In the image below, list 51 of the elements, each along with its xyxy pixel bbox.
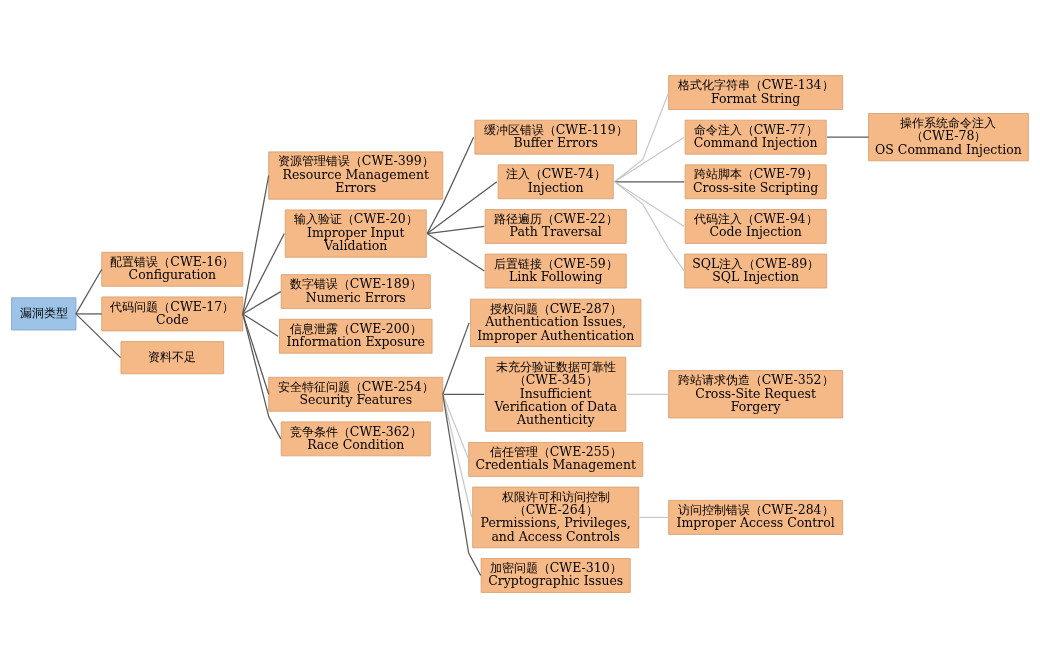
node-box: 缓冲区错误（CWE-119） Buffer Errors bbox=[474, 119, 637, 155]
node-box: 代码问题（CWE-17） Code bbox=[101, 296, 244, 332]
connector bbox=[826, 136, 870, 138]
node-box: 配置错误（CWE-16） Configuration bbox=[101, 251, 244, 287]
node-box: 加密问题（CWE-310） Cryptographic Issues bbox=[480, 558, 631, 593]
connector bbox=[426, 232, 485, 272]
node-box: 输入验证（CWE-20） Improper Input Validation bbox=[284, 209, 427, 258]
connector bbox=[442, 393, 485, 395]
node-box: 代码注入（CWE-94） Code Injection bbox=[684, 209, 827, 244]
node-box: 跨站请求伪造（CWE-352） Cross-Site Request Forgery bbox=[668, 370, 844, 419]
node-box: 操作系统命令注入（CWE-78） OS Command Injection bbox=[868, 113, 1029, 162]
connector bbox=[426, 136, 475, 235]
connector bbox=[442, 393, 482, 577]
node-box: 漏洞类型 bbox=[11, 297, 77, 331]
node-box: 格式化字符串（CWE-134） Format String bbox=[668, 75, 844, 110]
node-box: 信任管理（CWE-255） Credentials Management bbox=[468, 442, 644, 477]
node-box: 跨站脚本（CWE-79） Cross-site Scripting bbox=[684, 164, 827, 200]
node-box: 竞争条件（CWE-362） Race Condition bbox=[280, 421, 431, 457]
node-box: 数字错误（CWE-189） Numeric Errors bbox=[280, 274, 431, 309]
connector bbox=[614, 181, 685, 183]
node-box: 信息泄露（CWE-200） Information Exposure bbox=[278, 318, 433, 354]
connector bbox=[242, 290, 282, 315]
node-box: 命令注入（CWE-77） Command Injection bbox=[684, 119, 827, 155]
connector bbox=[242, 174, 270, 315]
node-box: 访问控制错误（CWE-284） Improper Access Control bbox=[668, 500, 844, 535]
connector bbox=[614, 181, 685, 228]
connector bbox=[442, 393, 473, 519]
node-box: 资源管理错误（CWE-399） Resource Management Errors bbox=[268, 151, 444, 200]
connector bbox=[426, 181, 498, 235]
node-box: 注入（CWE-74） Injection bbox=[497, 164, 614, 200]
connector bbox=[242, 232, 285, 315]
connector bbox=[242, 313, 282, 440]
node-box: 未充分验证数据可靠性（CWE-345） Insufficient Verification of Data Authenticity bbox=[485, 356, 627, 432]
node-box: 权限许可和访问控制（CWE-264） Permissions, Privileges, and Access Controls bbox=[472, 486, 640, 549]
connector bbox=[626, 393, 670, 395]
connector bbox=[242, 313, 279, 337]
node-box: 安全特征问题（CWE-254） Security Features bbox=[268, 376, 444, 412]
connector bbox=[75, 313, 103, 315]
connector bbox=[75, 268, 103, 315]
connector bbox=[614, 136, 685, 183]
connector bbox=[426, 225, 485, 235]
connector bbox=[639, 516, 670, 519]
node-box: SQL注入（CWE-89） SQL Injection bbox=[684, 253, 828, 289]
node-box: 资料不足 bbox=[120, 341, 225, 375]
node-box: 路径遍历（CWE-22） Path Traversal bbox=[484, 209, 627, 244]
connector bbox=[442, 322, 470, 395]
connector bbox=[75, 313, 122, 359]
node-box: 后置链接（CWE-59） Link Following bbox=[484, 253, 627, 289]
connector bbox=[614, 91, 670, 183]
node-box: 授权问题（CWE-287） Authentication Issues, Improper Authentication bbox=[470, 298, 642, 347]
connector bbox=[614, 181, 685, 272]
